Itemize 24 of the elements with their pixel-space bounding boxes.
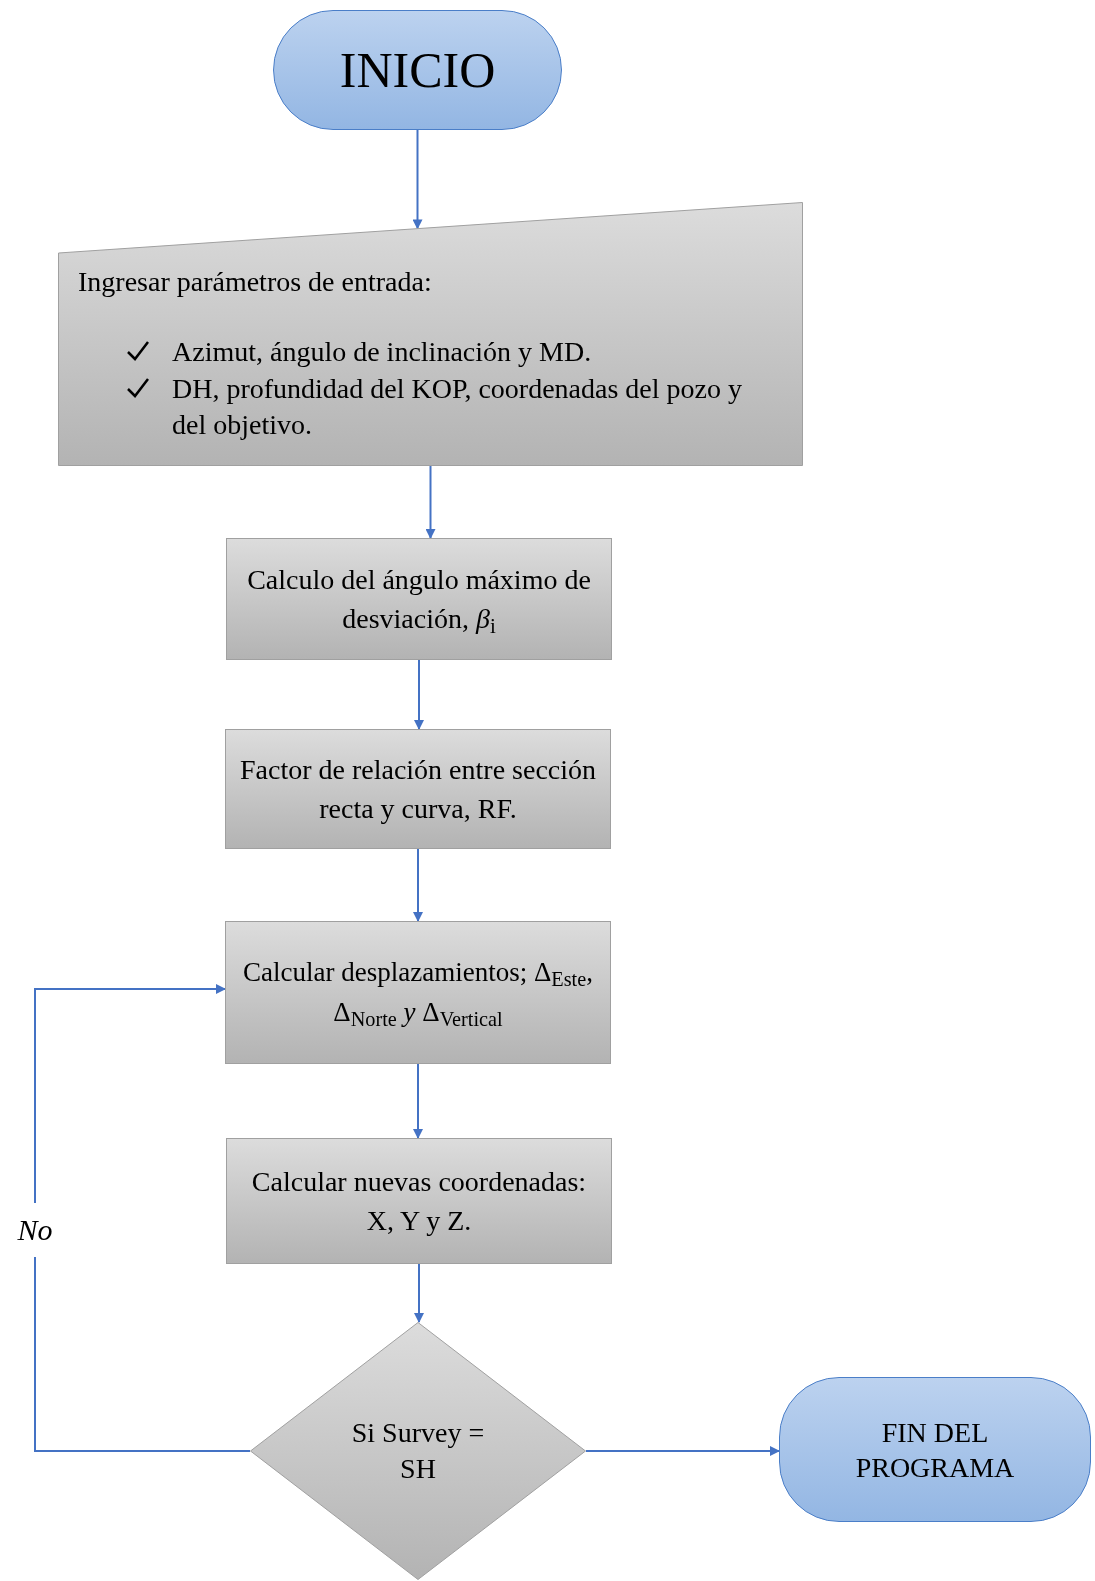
process-box <box>225 729 611 849</box>
process-box <box>226 538 612 660</box>
node-text: INICIO <box>339 45 496 95</box>
arrow <box>425 465 436 539</box>
node-text: DH, profundidad del KOP, coordenadas del pozo y del objetivo. <box>172 371 743 443</box>
node-text: Si Survey = SH <box>351 1416 485 1484</box>
node-text: Factor de relación entre sección recta y curva, RF. <box>238 752 597 826</box>
node-text: Ingresar parámetros de entrada: <box>78 265 433 299</box>
node-text: FIN DEL PROGRAMA <box>854 1415 1016 1485</box>
node-text: Azimut, ángulo de inclinación y MD. <box>172 335 592 370</box>
arrow <box>413 848 423 922</box>
node-text: Calcular nuevas coordenadas: X, Y y Z. <box>250 1164 588 1238</box>
arrow <box>413 1063 423 1139</box>
process-box <box>226 1138 612 1264</box>
arrow <box>585 1446 780 1456</box>
node-text: Calcular desplazamientos; Δ$_{Este}$, Δ$_{Norte}$ y Δ$_{Vertical}$ <box>242 956 594 1032</box>
arrow <box>412 129 423 230</box>
arrow <box>34 984 251 1452</box>
arrow <box>414 659 424 730</box>
node-text: Calculo del ángulo máximo de desviación, β$_{i}$ <box>246 562 592 639</box>
decision-diamond <box>250 1322 586 1580</box>
arrow <box>414 1263 424 1323</box>
manual-input-shape <box>58 202 803 466</box>
process-box <box>225 921 611 1064</box>
